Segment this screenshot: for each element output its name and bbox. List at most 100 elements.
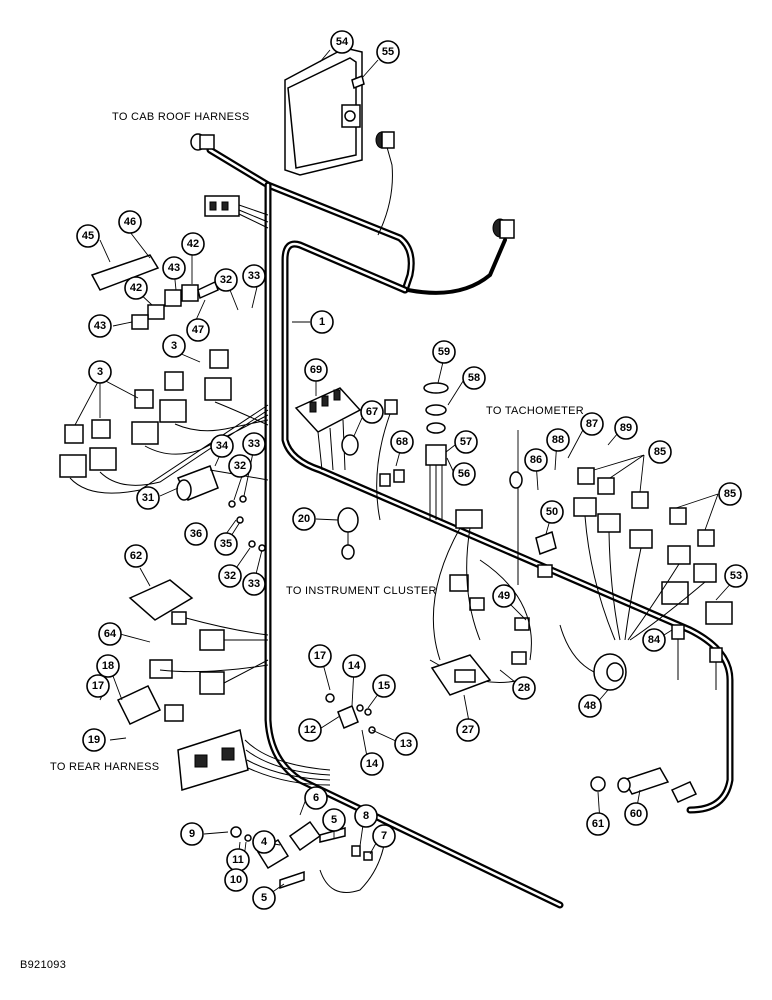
svg-text:69: 69 xyxy=(310,364,322,376)
switch-stack-56 xyxy=(423,382,449,520)
svg-text:42: 42 xyxy=(187,238,199,250)
callout: 59 xyxy=(432,340,456,364)
svg-text:28: 28 xyxy=(518,682,530,694)
callout: 45 xyxy=(76,224,100,248)
svg-text:32: 32 xyxy=(220,274,232,286)
module-62 xyxy=(128,579,269,695)
callout: 15 xyxy=(372,674,396,698)
callout: 3 xyxy=(162,334,186,358)
svg-text:5: 5 xyxy=(261,892,267,904)
cluster-connectors xyxy=(429,509,532,683)
callout: 32 xyxy=(214,268,238,292)
svg-text:33: 33 xyxy=(248,578,260,590)
callout: 5 xyxy=(322,808,346,832)
svg-text:3: 3 xyxy=(171,340,177,352)
svg-text:48: 48 xyxy=(584,700,596,712)
callout: 88 xyxy=(546,428,570,452)
svg-text:10: 10 xyxy=(230,874,242,886)
cab-roof-connector xyxy=(190,133,215,151)
callout: 64 xyxy=(98,622,122,646)
relay-array xyxy=(59,349,269,494)
svg-text:84: 84 xyxy=(648,634,661,646)
callout: 36 xyxy=(184,522,208,546)
svg-text:11: 11 xyxy=(232,854,244,866)
callout: 8 xyxy=(354,804,378,828)
callout: 43 xyxy=(162,256,186,280)
svg-text:67: 67 xyxy=(366,406,378,418)
bottom-small-parts xyxy=(319,839,386,893)
callout: 43 xyxy=(88,314,112,338)
tachometer-connector xyxy=(509,430,523,585)
callout: 33 xyxy=(242,432,266,456)
svg-text:35: 35 xyxy=(220,538,232,550)
callout: 17 xyxy=(86,674,110,698)
svg-text:43: 43 xyxy=(94,320,106,332)
svg-text:62: 62 xyxy=(130,550,142,562)
callout: 46 xyxy=(118,210,142,234)
callout-group: 54 55 1 45 46 42 43 42 47 43 32 33 3 3 6… xyxy=(76,30,748,910)
callout: 6 xyxy=(304,786,328,810)
label-rear-harness: TO REAR HARNESS xyxy=(50,761,159,773)
callout: 5 xyxy=(252,886,276,910)
svg-text:68: 68 xyxy=(396,436,408,448)
svg-text:13: 13 xyxy=(400,738,412,750)
callout: 47 xyxy=(186,318,210,342)
svg-text:33: 33 xyxy=(248,270,260,282)
callout: 86 xyxy=(524,448,548,472)
svg-text:89: 89 xyxy=(620,422,632,434)
callout: 56 xyxy=(452,462,476,486)
callout: 27 xyxy=(456,718,480,742)
svg-text:3: 3 xyxy=(97,366,103,378)
rear-harness-connector xyxy=(177,729,331,791)
bracket-12 xyxy=(325,693,376,734)
svg-text:20: 20 xyxy=(298,513,310,525)
svg-text:17: 17 xyxy=(92,680,104,692)
switch-50 xyxy=(535,531,557,578)
callout: 11 xyxy=(226,848,250,872)
switch-48 xyxy=(559,624,627,691)
svg-text:31: 31 xyxy=(142,492,154,504)
label-cab-roof: TO CAB ROOF HARNESS xyxy=(112,111,250,123)
svg-text:36: 36 xyxy=(190,528,202,540)
callout: 13 xyxy=(394,732,418,756)
callout: 9 xyxy=(180,822,204,846)
round-connector-top xyxy=(375,131,515,239)
svg-text:88: 88 xyxy=(552,434,564,446)
callout: 19 xyxy=(82,728,106,752)
svg-text:18: 18 xyxy=(102,660,114,672)
svg-text:8: 8 xyxy=(363,810,369,822)
svg-text:4: 4 xyxy=(261,836,268,848)
svg-text:87: 87 xyxy=(586,418,598,430)
callout: 32 xyxy=(218,564,242,588)
svg-text:32: 32 xyxy=(234,460,246,472)
svg-text:34: 34 xyxy=(216,440,229,452)
svg-text:1: 1 xyxy=(319,316,325,328)
callout: 32 xyxy=(228,454,252,478)
callout: 28 xyxy=(512,676,536,700)
svg-text:58: 58 xyxy=(468,372,480,384)
callout: 54 xyxy=(330,30,354,54)
svg-text:19: 19 xyxy=(88,734,100,746)
callout: 67 xyxy=(360,400,384,424)
connector-27 xyxy=(430,654,492,696)
svg-text:54: 54 xyxy=(336,36,349,48)
svg-text:9: 9 xyxy=(189,828,195,840)
callout: 4 xyxy=(252,830,276,854)
callout: 50 xyxy=(540,500,564,524)
callout: 87 xyxy=(580,412,604,436)
lamp-sockets xyxy=(341,399,405,521)
callout: 53 xyxy=(724,564,748,588)
callout: 85 xyxy=(648,440,672,464)
svg-text:7: 7 xyxy=(381,830,387,842)
svg-text:32: 32 xyxy=(224,570,236,582)
svg-text:86: 86 xyxy=(530,454,542,466)
svg-text:56: 56 xyxy=(458,468,470,480)
svg-text:46: 46 xyxy=(124,216,136,228)
connector-block-top xyxy=(204,195,269,229)
main-harness xyxy=(206,139,734,909)
callout: 1 xyxy=(310,310,334,334)
label-tachometer: TO TACHOMETER xyxy=(486,405,584,417)
svg-text:15: 15 xyxy=(378,680,390,692)
